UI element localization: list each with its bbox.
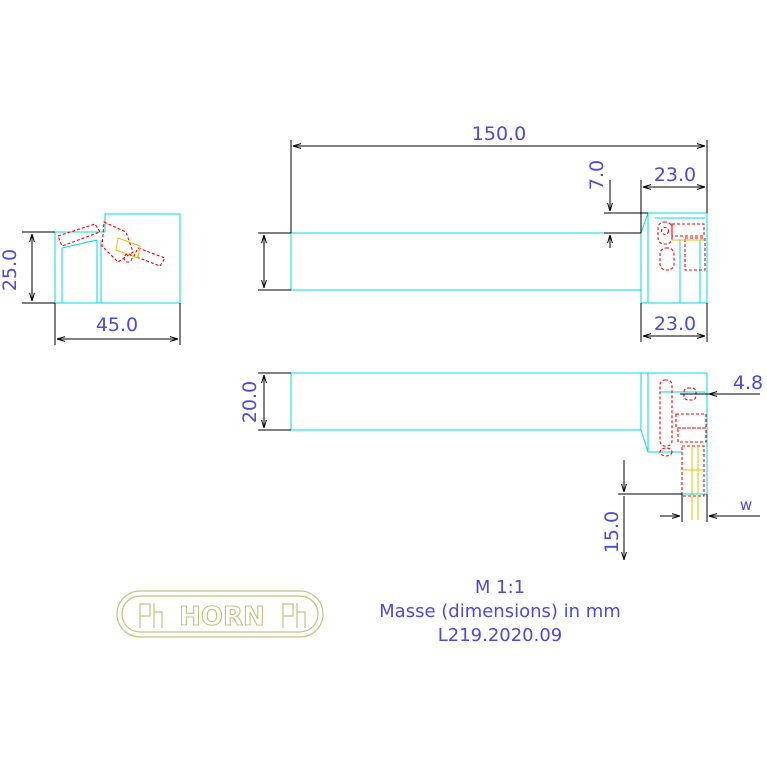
horn-logo: HORN: [116, 590, 324, 638]
top-view-insert: [659, 379, 707, 520]
end-view-dimensions: [22, 231, 181, 345]
note-scale: M 1:1: [475, 577, 525, 598]
side-view-dimensions: [258, 140, 708, 342]
end-view: 25.0 45.0: [0, 213, 181, 345]
end-view-insert: [57, 221, 166, 267]
top-view-head: [640, 372, 708, 495]
drawing-notes: M 1:1 Masse (dimensions) in mm L219.2020…: [379, 577, 621, 646]
top-view-shank: [290, 372, 642, 431]
side-view-insert: [657, 221, 706, 271]
dim-width-symbol: w: [740, 496, 752, 514]
dim-end-view-width: 45.0: [96, 314, 138, 336]
note-part-number: L219.2020.09: [438, 625, 563, 646]
side-view-head: [640, 212, 708, 304]
dim-head-length-bottom: 23.0: [654, 313, 696, 335]
dim-overall-length: 150.0: [472, 123, 526, 145]
side-view: 150.0 7.0 23.0 23.0: [258, 123, 708, 342]
end-view-outline: [54, 213, 181, 304]
dim-insert-offset: 4.8: [733, 372, 763, 394]
dim-cut-depth: 15.0: [601, 511, 623, 553]
note-units: Masse (dimensions) in mm: [379, 601, 621, 622]
side-view-shank: [290, 232, 642, 291]
dim-head-length-top: 23.0: [654, 164, 696, 186]
top-view: 20.0 4.8 15.0 w: [239, 372, 763, 560]
dim-head-offset: 7.0: [586, 160, 608, 190]
dim-shank-width: 20.0: [239, 381, 261, 423]
dim-shank-height: 25.0: [0, 249, 21, 291]
logo-brand-text: HORN: [179, 602, 265, 632]
top-view-dimensions: [258, 372, 760, 560]
